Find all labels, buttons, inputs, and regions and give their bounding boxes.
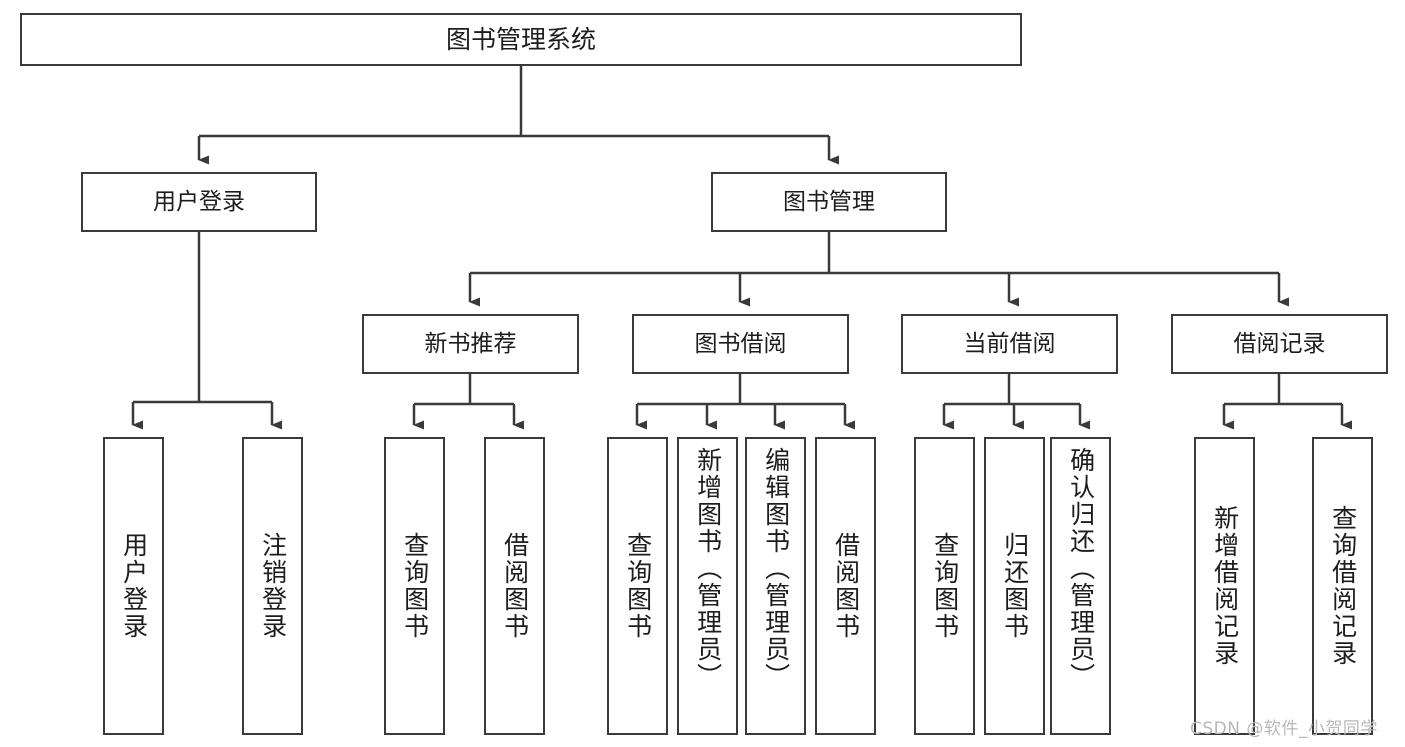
node-new-book-recommend[interactable]: 新书推荐 bbox=[362, 314, 579, 374]
leaf-edit-book-admin[interactable]: 编辑图书（管理员） bbox=[745, 437, 806, 735]
node-label: 图书借阅 bbox=[694, 330, 787, 357]
node-label: 图书管理系统 bbox=[445, 25, 596, 54]
node-book-management-system[interactable]: 图书管理系统 bbox=[20, 13, 1022, 66]
leaf-logout-login[interactable]: 注销登录 bbox=[242, 437, 303, 735]
node-label: 查询图书 bbox=[930, 532, 960, 640]
node-label: 归还图书 bbox=[1000, 532, 1030, 640]
node-label: 借阅记录 bbox=[1233, 330, 1326, 357]
leaf-borrow-book-recommend[interactable]: 借阅图书 bbox=[484, 437, 545, 735]
node-label: 新书推荐 bbox=[424, 330, 517, 357]
node-label: 用户登录 bbox=[153, 188, 245, 215]
watermark: CSDN @软件_小贺同学 bbox=[1190, 719, 1378, 739]
node-label: 用户登录 bbox=[119, 532, 149, 640]
node-label: 查询借阅记录 bbox=[1328, 505, 1358, 667]
leaf-return-book[interactable]: 归还图书 bbox=[984, 437, 1045, 735]
node-current-borrow[interactable]: 当前借阅 bbox=[901, 314, 1118, 374]
leaf-confirm-return-admin[interactable]: 确认归还（管理员） bbox=[1050, 437, 1111, 735]
leaf-add-borrow-record[interactable]: 新增借阅记录 bbox=[1194, 437, 1255, 735]
leaf-user-login[interactable]: 用户登录 bbox=[103, 437, 164, 735]
node-label: 新增借阅记录 bbox=[1210, 505, 1240, 667]
node-label: 借阅图书 bbox=[500, 532, 530, 640]
leaf-borrow-book[interactable]: 借阅图书 bbox=[815, 437, 876, 735]
node-user-login[interactable]: 用户登录 bbox=[81, 172, 317, 232]
node-label: 注销登录 bbox=[258, 532, 288, 640]
node-borrow-record[interactable]: 借阅记录 bbox=[1171, 314, 1388, 374]
node-label: 借阅图书 bbox=[831, 532, 861, 640]
node-label: 当前借阅 bbox=[963, 330, 1056, 357]
node-label: 查询图书 bbox=[400, 532, 430, 640]
node-book-borrow[interactable]: 图书借阅 bbox=[632, 314, 849, 374]
node-label: 编辑图书（管理员） bbox=[761, 447, 791, 690]
leaf-query-book-borrow[interactable]: 查询图书 bbox=[607, 437, 668, 735]
leaf-query-book-recommend[interactable]: 查询图书 bbox=[384, 437, 445, 735]
leaf-query-book-current[interactable]: 查询图书 bbox=[914, 437, 975, 735]
node-label: 确认归还（管理员） bbox=[1066, 447, 1096, 690]
node-book-management[interactable]: 图书管理 bbox=[711, 172, 947, 232]
leaf-query-borrow-record[interactable]: 查询借阅记录 bbox=[1312, 437, 1373, 735]
node-label: 图书管理 bbox=[783, 188, 875, 215]
node-label: 查询图书 bbox=[623, 532, 653, 640]
leaf-add-book-admin[interactable]: 新增图书（管理员） bbox=[677, 437, 738, 735]
node-label: 新增图书（管理员） bbox=[693, 447, 723, 690]
